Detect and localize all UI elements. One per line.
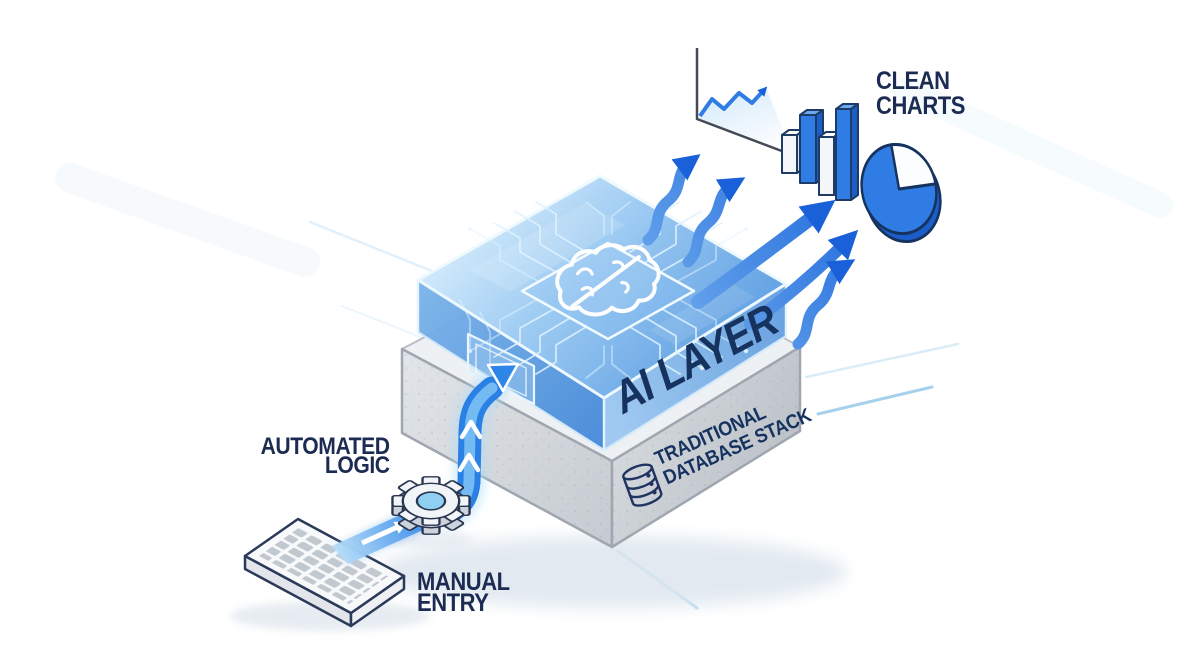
brain-chip-icon [520,241,696,341]
line-chart-icon [695,48,796,158]
clean-charts-line1: CLEAN [876,67,950,95]
manual-entry-line1: MANUAL [417,568,510,596]
keyboard-icon [243,517,406,628]
pie-chart-icon [860,142,942,244]
bar-blue-2 [835,103,859,201]
clean-charts-label: CLEAN CHARTS [876,69,965,119]
manual-entry-label: MANUAL ENTRY [417,568,510,617]
clean-charts-line2: CHARTS [876,92,966,120]
database-icon [622,463,663,507]
manual-entry-line2: ENTRY [417,589,489,617]
automated-logic-line1: AUTOMATED [260,433,390,460]
upward-flow-arrows-icon [642,154,859,350]
automated-logic-label: AUTOMATED LOGIC [260,433,390,479]
background-streaks [55,77,1173,610]
gear-icon [391,476,471,535]
automated-logic-line2: LOGIC [325,452,390,479]
bar-chart-icon [781,103,859,201]
